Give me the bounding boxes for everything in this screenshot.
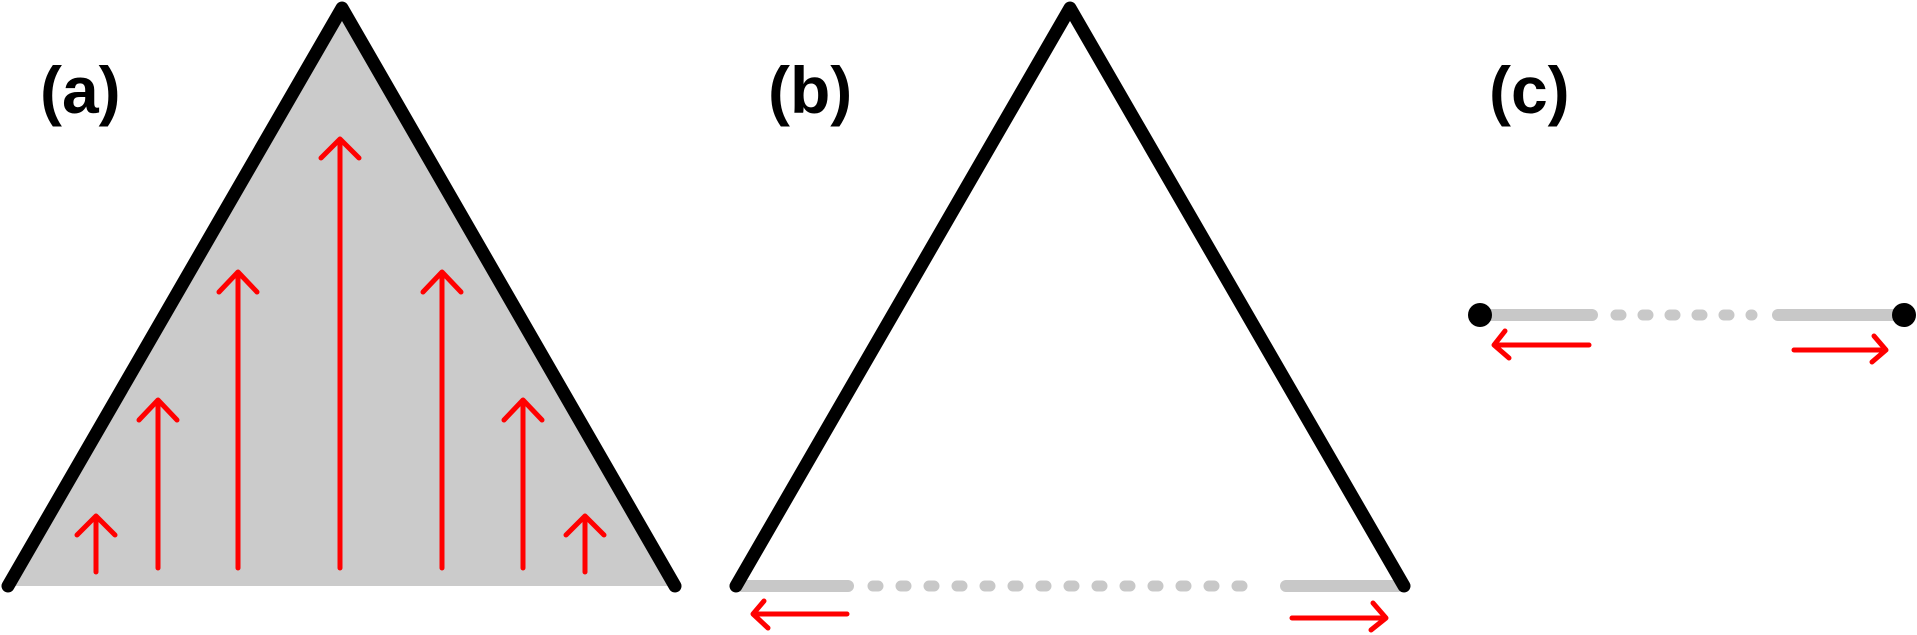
up-arrow-5 bbox=[420, 269, 464, 571]
panel-c-arrows bbox=[1491, 328, 1889, 365]
panel-b-label: (b) bbox=[768, 53, 852, 127]
panel-a: (a) bbox=[1, 1, 682, 593]
panel-b-triangle-sides bbox=[729, 1, 1411, 593]
panel-b-arrows bbox=[750, 598, 1389, 633]
up-arrow-6 bbox=[501, 397, 545, 571]
left-arrow bbox=[750, 598, 850, 631]
endpoint-right bbox=[1892, 303, 1916, 327]
panel-a-label: (a) bbox=[40, 53, 121, 127]
panel-c: (c) bbox=[1468, 53, 1916, 365]
left-arrow bbox=[1491, 328, 1592, 361]
up-arrow-2 bbox=[136, 397, 180, 571]
up-arrow-7 bbox=[563, 513, 607, 575]
panel-a-triangle-sides bbox=[1, 1, 682, 593]
panel-b: (b) bbox=[729, 1, 1411, 633]
up-arrow-4 bbox=[318, 136, 362, 571]
up-arrow-3 bbox=[216, 269, 260, 571]
up-arrow-1 bbox=[74, 513, 118, 575]
right-arrow bbox=[1791, 333, 1889, 365]
panel-a-arrows bbox=[74, 136, 607, 575]
right-arrow bbox=[1289, 600, 1389, 633]
endpoint-left bbox=[1468, 303, 1492, 327]
panel-c-label: (c) bbox=[1489, 53, 1570, 127]
